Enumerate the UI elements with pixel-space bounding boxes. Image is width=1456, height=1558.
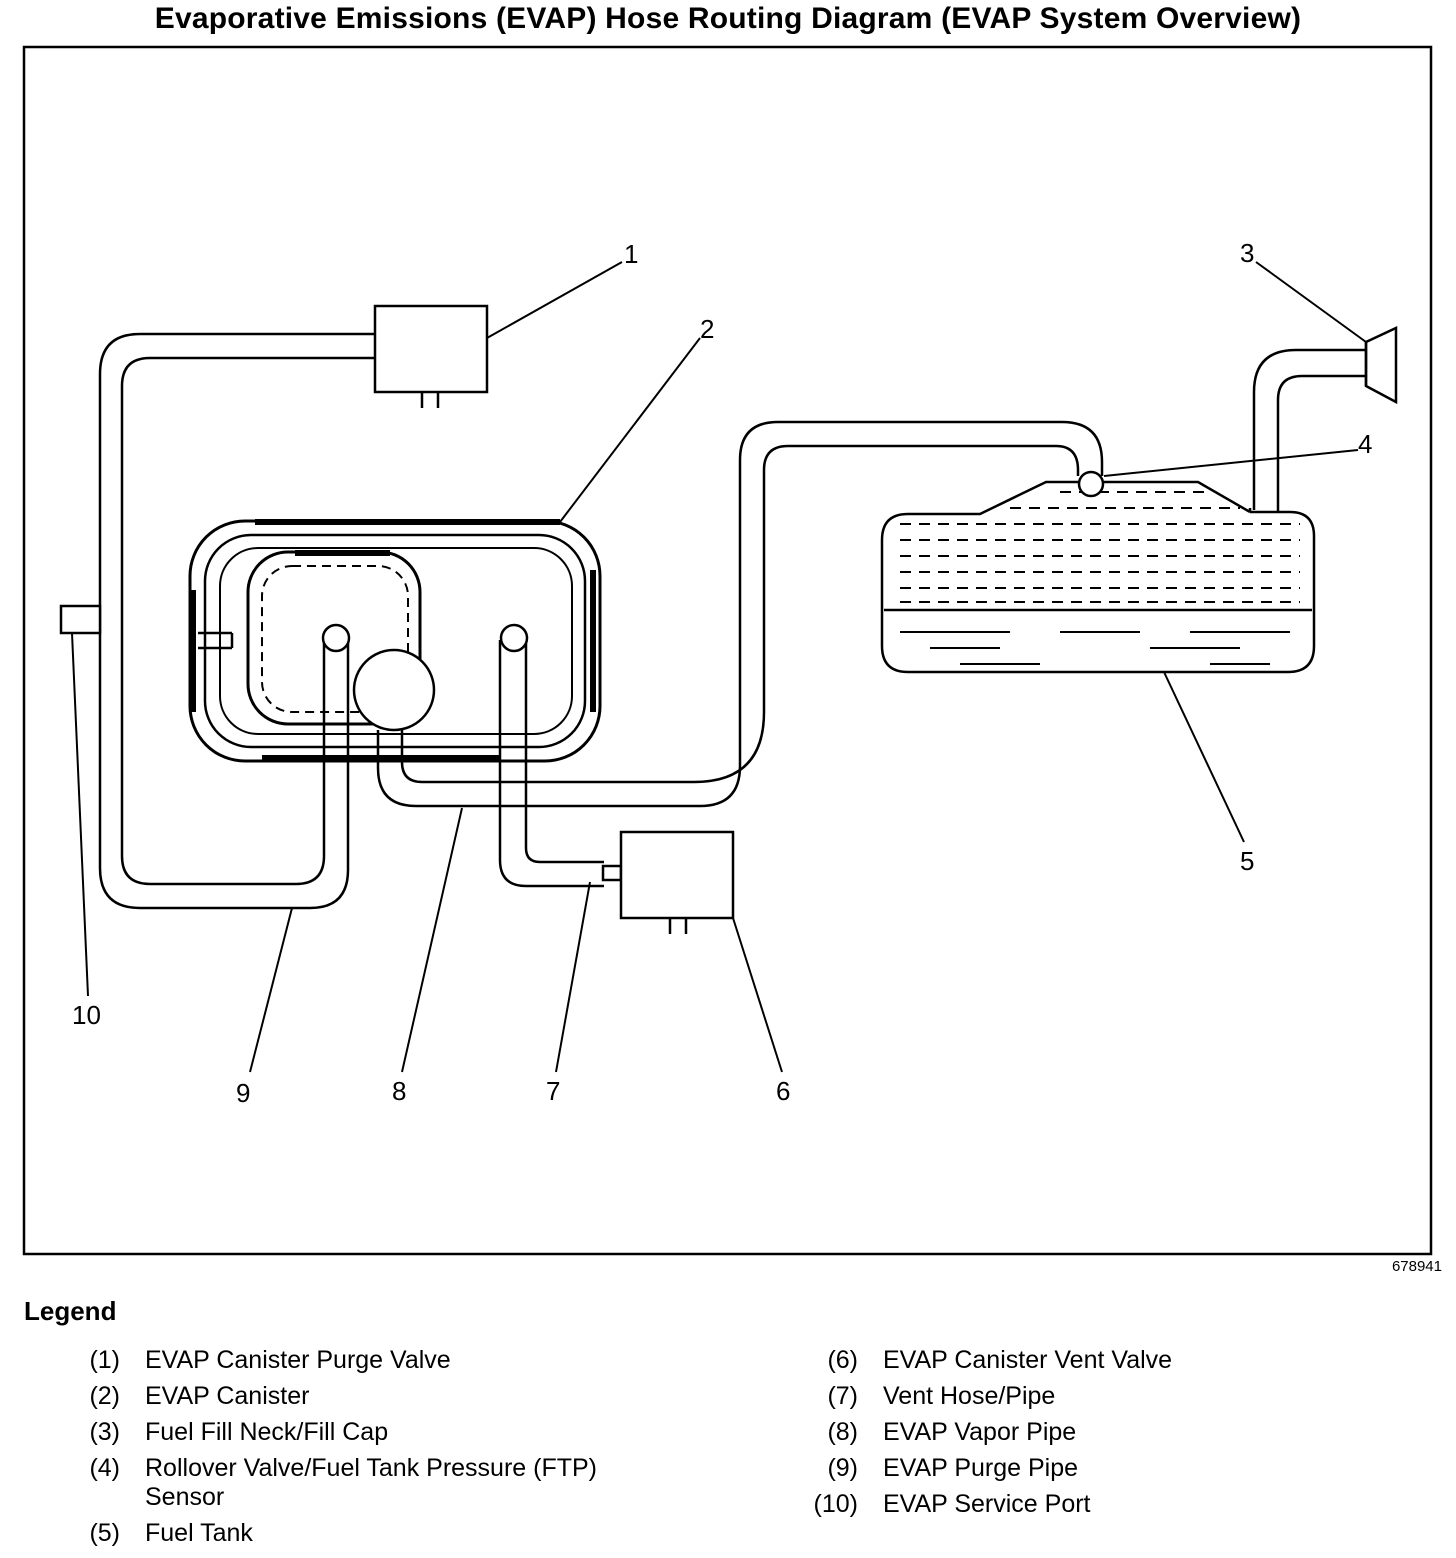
callout-8: 8	[392, 1076, 406, 1106]
callout-1: 1	[624, 239, 638, 269]
figure-id: 678941	[1391, 1258, 1442, 1275]
legend-item: (2) EVAP Canister	[64, 1382, 665, 1411]
diagram-title: Evaporative Emissions (EVAP) Hose Routin…	[154, 2, 1302, 35]
callout-5: 5	[1240, 846, 1254, 876]
evap-purge-pipe	[98, 332, 375, 910]
rollover-valve-ftp-sensor	[1077, 470, 1105, 498]
legend-item: (10) EVAP Service Port	[802, 1490, 1403, 1519]
legend-text: Fuel Tank	[145, 1519, 253, 1547]
legend-number: (9)	[827, 1454, 858, 1482]
fuel-fill-neck-cap	[1252, 326, 1398, 512]
canister-port-circle	[352, 648, 436, 732]
legend-item: (1) EVAP Canister Purge Valve	[64, 1346, 665, 1375]
legend-text: Fuel Fill Neck/Fill Cap	[145, 1418, 389, 1446]
evap-canister-vent-valve	[619, 830, 735, 934]
legend-right-column: (6) EVAP Canister Vent Valve (7) Vent Ho…	[802, 1346, 1403, 1526]
callout-2: 2	[700, 314, 714, 344]
evap-canister	[188, 519, 602, 763]
legend-item: (9) EVAP Purge Pipe	[802, 1454, 1403, 1483]
legend-text: EVAP Canister Purge Valve	[145, 1346, 451, 1374]
callout-10: 10	[72, 1000, 101, 1030]
evap-service-port	[59, 604, 102, 635]
callout-7: 7	[546, 1076, 560, 1106]
fuel-tank	[880, 480, 1316, 674]
legend-number: (6)	[827, 1346, 858, 1374]
callout-4: 4	[1358, 429, 1372, 459]
legend-number: (1)	[89, 1346, 120, 1374]
diagram-frame	[22, 45, 1433, 1256]
legend-title: Legend	[24, 1296, 117, 1326]
callout-leaders	[71, 261, 1367, 1073]
legend-number: (10)	[813, 1490, 858, 1518]
callout-6: 6	[776, 1076, 790, 1106]
legend-item: (6) EVAP Canister Vent Valve	[802, 1346, 1403, 1375]
legend-text: Rollover Valve/Fuel Tank Pressure (FTP) …	[145, 1454, 598, 1511]
legend-number: (7)	[827, 1382, 858, 1410]
legend-number: (8)	[827, 1418, 858, 1446]
legend-text: EVAP Vapor Pipe	[883, 1418, 1077, 1446]
legend-text: EVAP Service Port	[883, 1490, 1091, 1518]
evap-canister-purge-valve	[373, 304, 489, 408]
evap-diagram: 1 2 3 4 5 6 7 8 9 10	[22, 45, 1433, 1256]
legend-text: EVAP Purge Pipe	[883, 1454, 1079, 1482]
vent-hose-pipe	[498, 623, 623, 888]
callout-9: 9	[236, 1078, 250, 1108]
legend-item: (3) Fuel Fill Neck/Fill Cap	[64, 1418, 665, 1447]
legend-left-column: (1) EVAP Canister Purge Valve (2) EVAP C…	[64, 1346, 665, 1555]
legend-item: (4) Rollover Valve/Fuel Tank Pressure (F…	[64, 1454, 665, 1512]
legend-item: (5) Fuel Tank	[64, 1519, 665, 1548]
legend-text: Vent Hose/Pipe	[883, 1382, 1056, 1410]
legend-text: EVAP Canister Vent Valve	[883, 1346, 1173, 1374]
legend-number: (5)	[89, 1519, 120, 1547]
evap-vapor-pipe	[376, 420, 1104, 808]
legend-number: (2)	[89, 1382, 120, 1410]
callout-3: 3	[1240, 238, 1254, 268]
legend-number: (3)	[89, 1418, 120, 1446]
legend-number: (4)	[89, 1454, 120, 1482]
legend-item: (7) Vent Hose/Pipe	[802, 1382, 1403, 1411]
legend-item: (8) EVAP Vapor Pipe	[802, 1418, 1403, 1447]
legend-text: EVAP Canister	[145, 1382, 310, 1410]
